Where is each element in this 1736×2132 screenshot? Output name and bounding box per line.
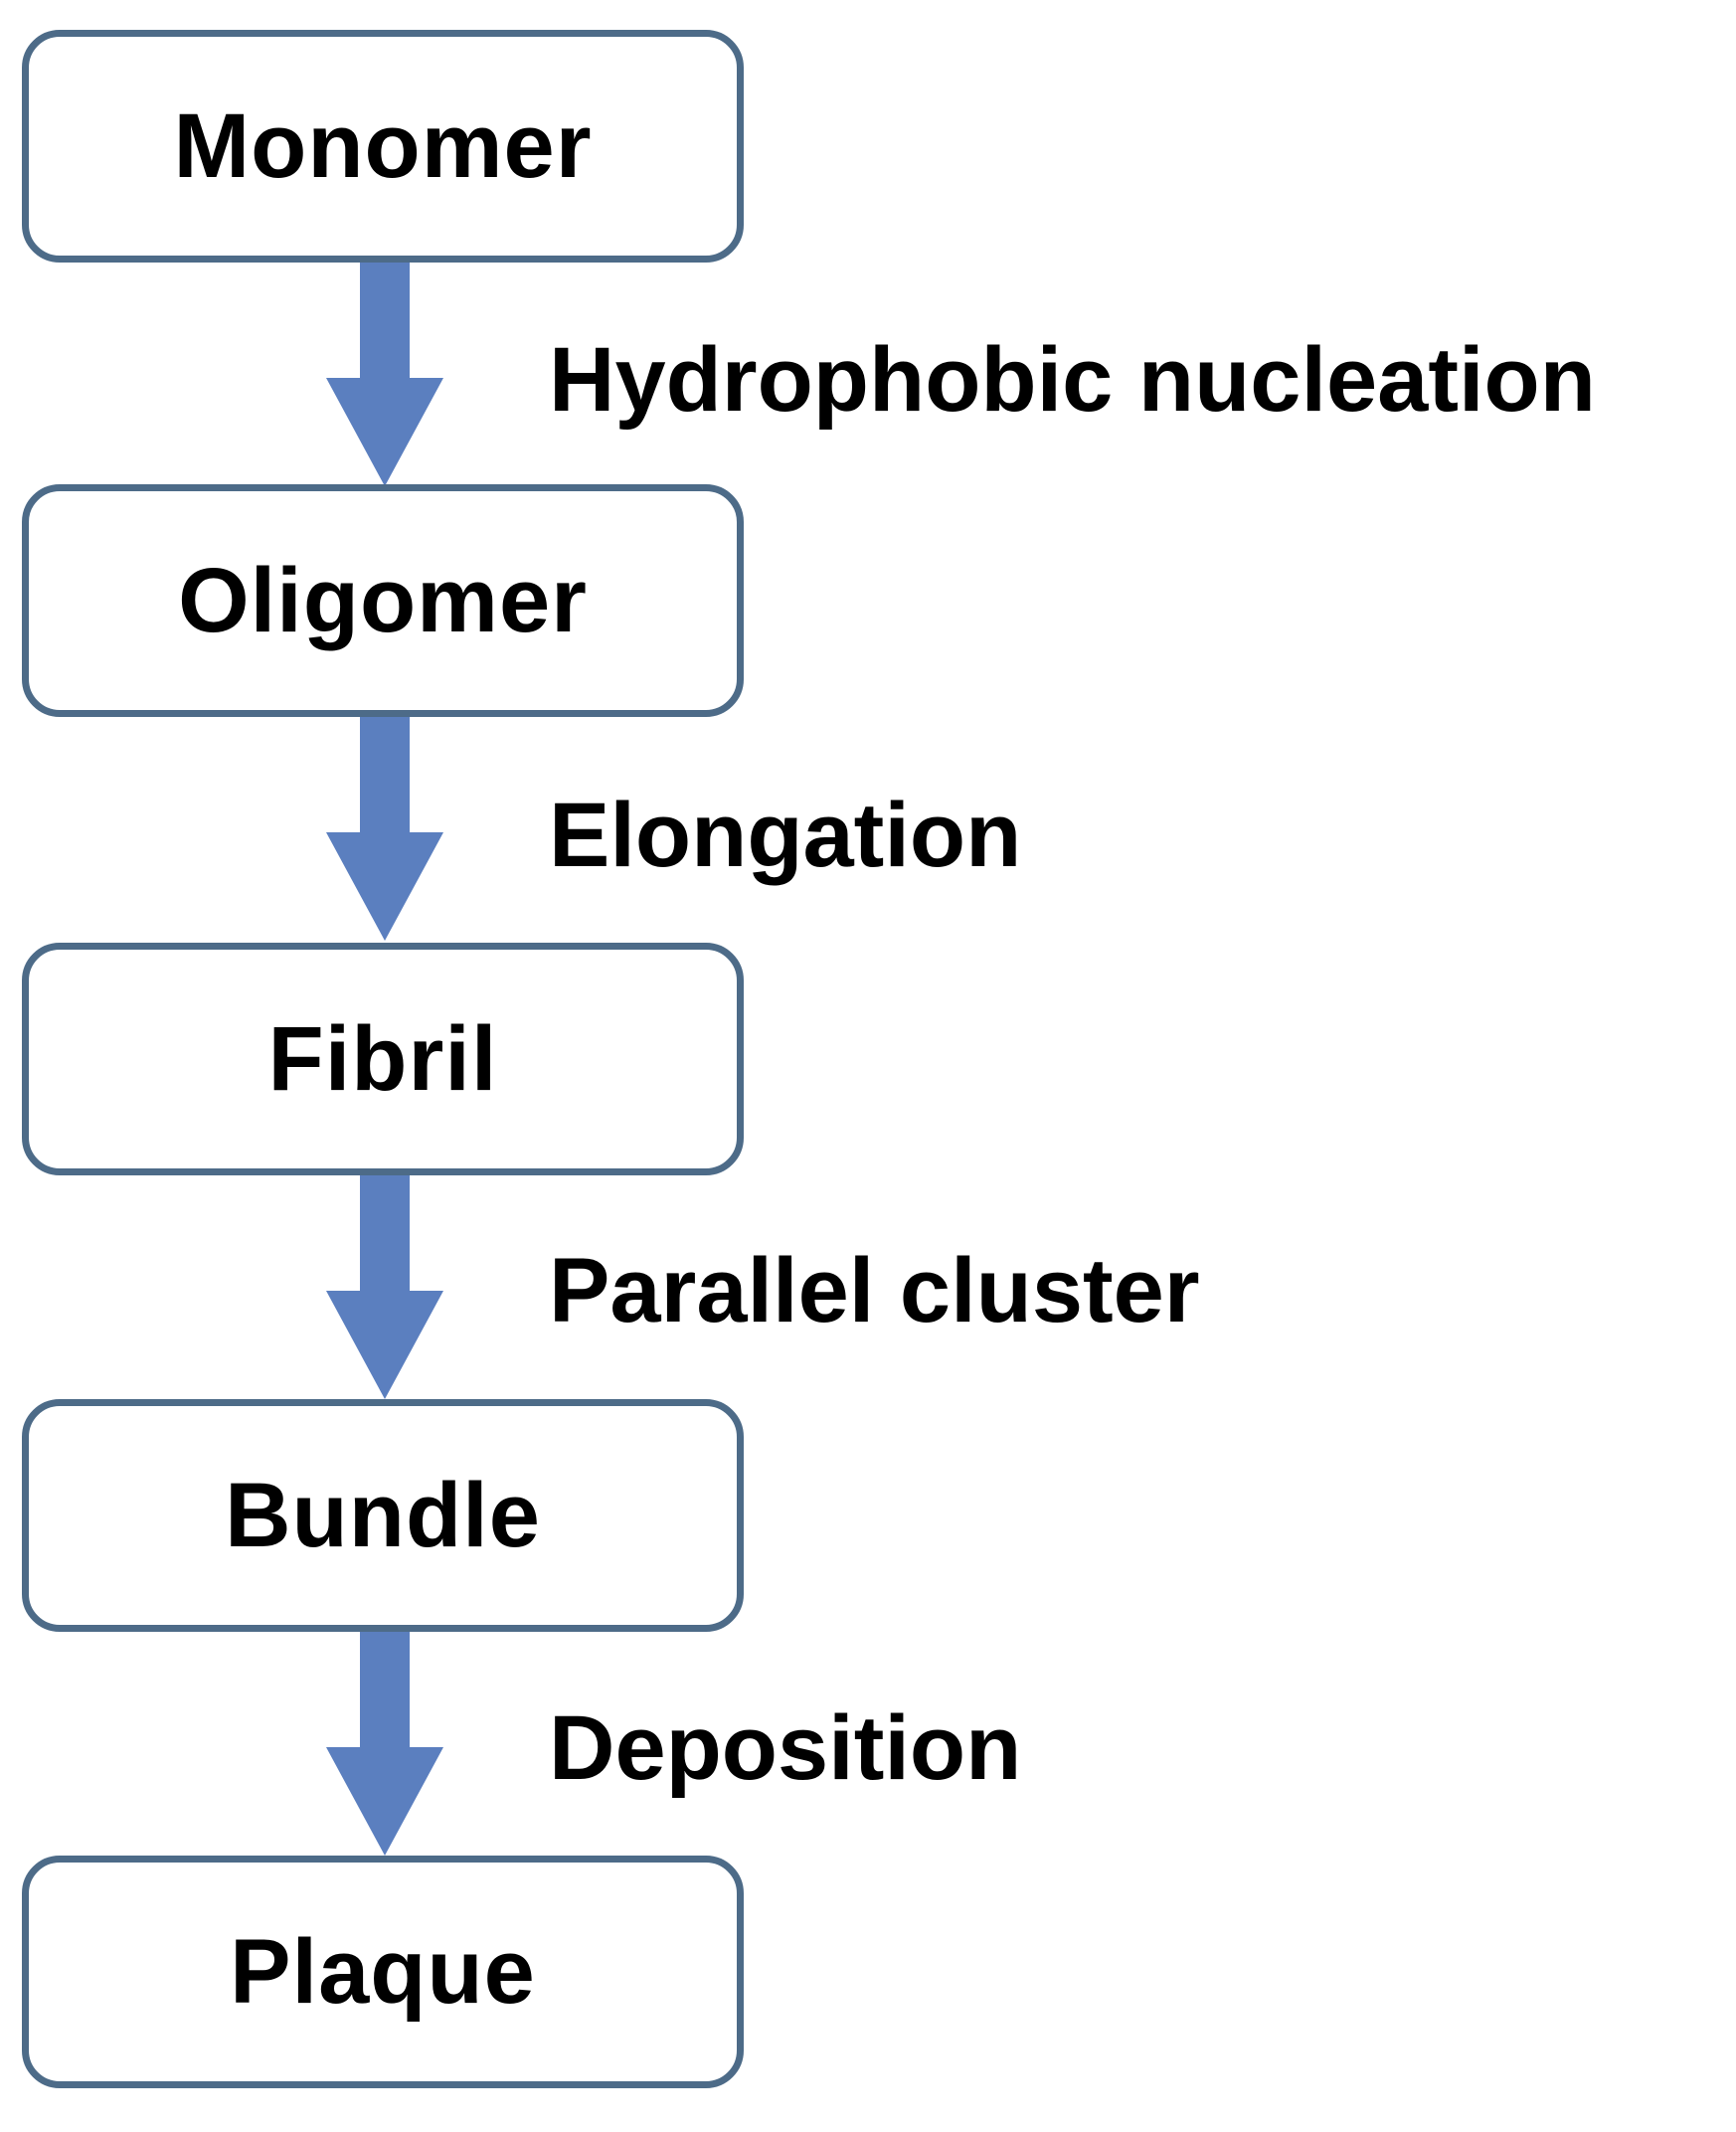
- transition-label-parallel-cluster: Parallel cluster: [549, 1240, 1200, 1341]
- stage-label-monomer: Monomer: [173, 94, 593, 197]
- stage-label-fibril: Fibril: [267, 1007, 498, 1110]
- transition-label-hydrophobic-nucleation: Hydrophobic nucleation: [549, 329, 1596, 431]
- stage-label-bundle: Bundle: [225, 1464, 541, 1566]
- down-arrow-icon: [326, 263, 443, 486]
- stage-label-plaque: Plaque: [230, 1920, 536, 2023]
- stage-box-oligomer: Oligomer: [22, 484, 744, 717]
- down-arrow-icon: [326, 717, 443, 941]
- stage-box-plaque: Plaque: [22, 1856, 744, 2088]
- transition-label-deposition: Deposition: [549, 1697, 1022, 1799]
- stage-box-monomer: Monomer: [22, 30, 744, 263]
- transition-label-elongation: Elongation: [549, 785, 1022, 886]
- stage-box-bundle: Bundle: [22, 1399, 744, 1632]
- stage-box-fibril: Fibril: [22, 943, 744, 1175]
- down-arrow-icon: [326, 1632, 443, 1856]
- stage-label-oligomer: Oligomer: [178, 549, 588, 651]
- down-arrow-icon: [326, 1175, 443, 1399]
